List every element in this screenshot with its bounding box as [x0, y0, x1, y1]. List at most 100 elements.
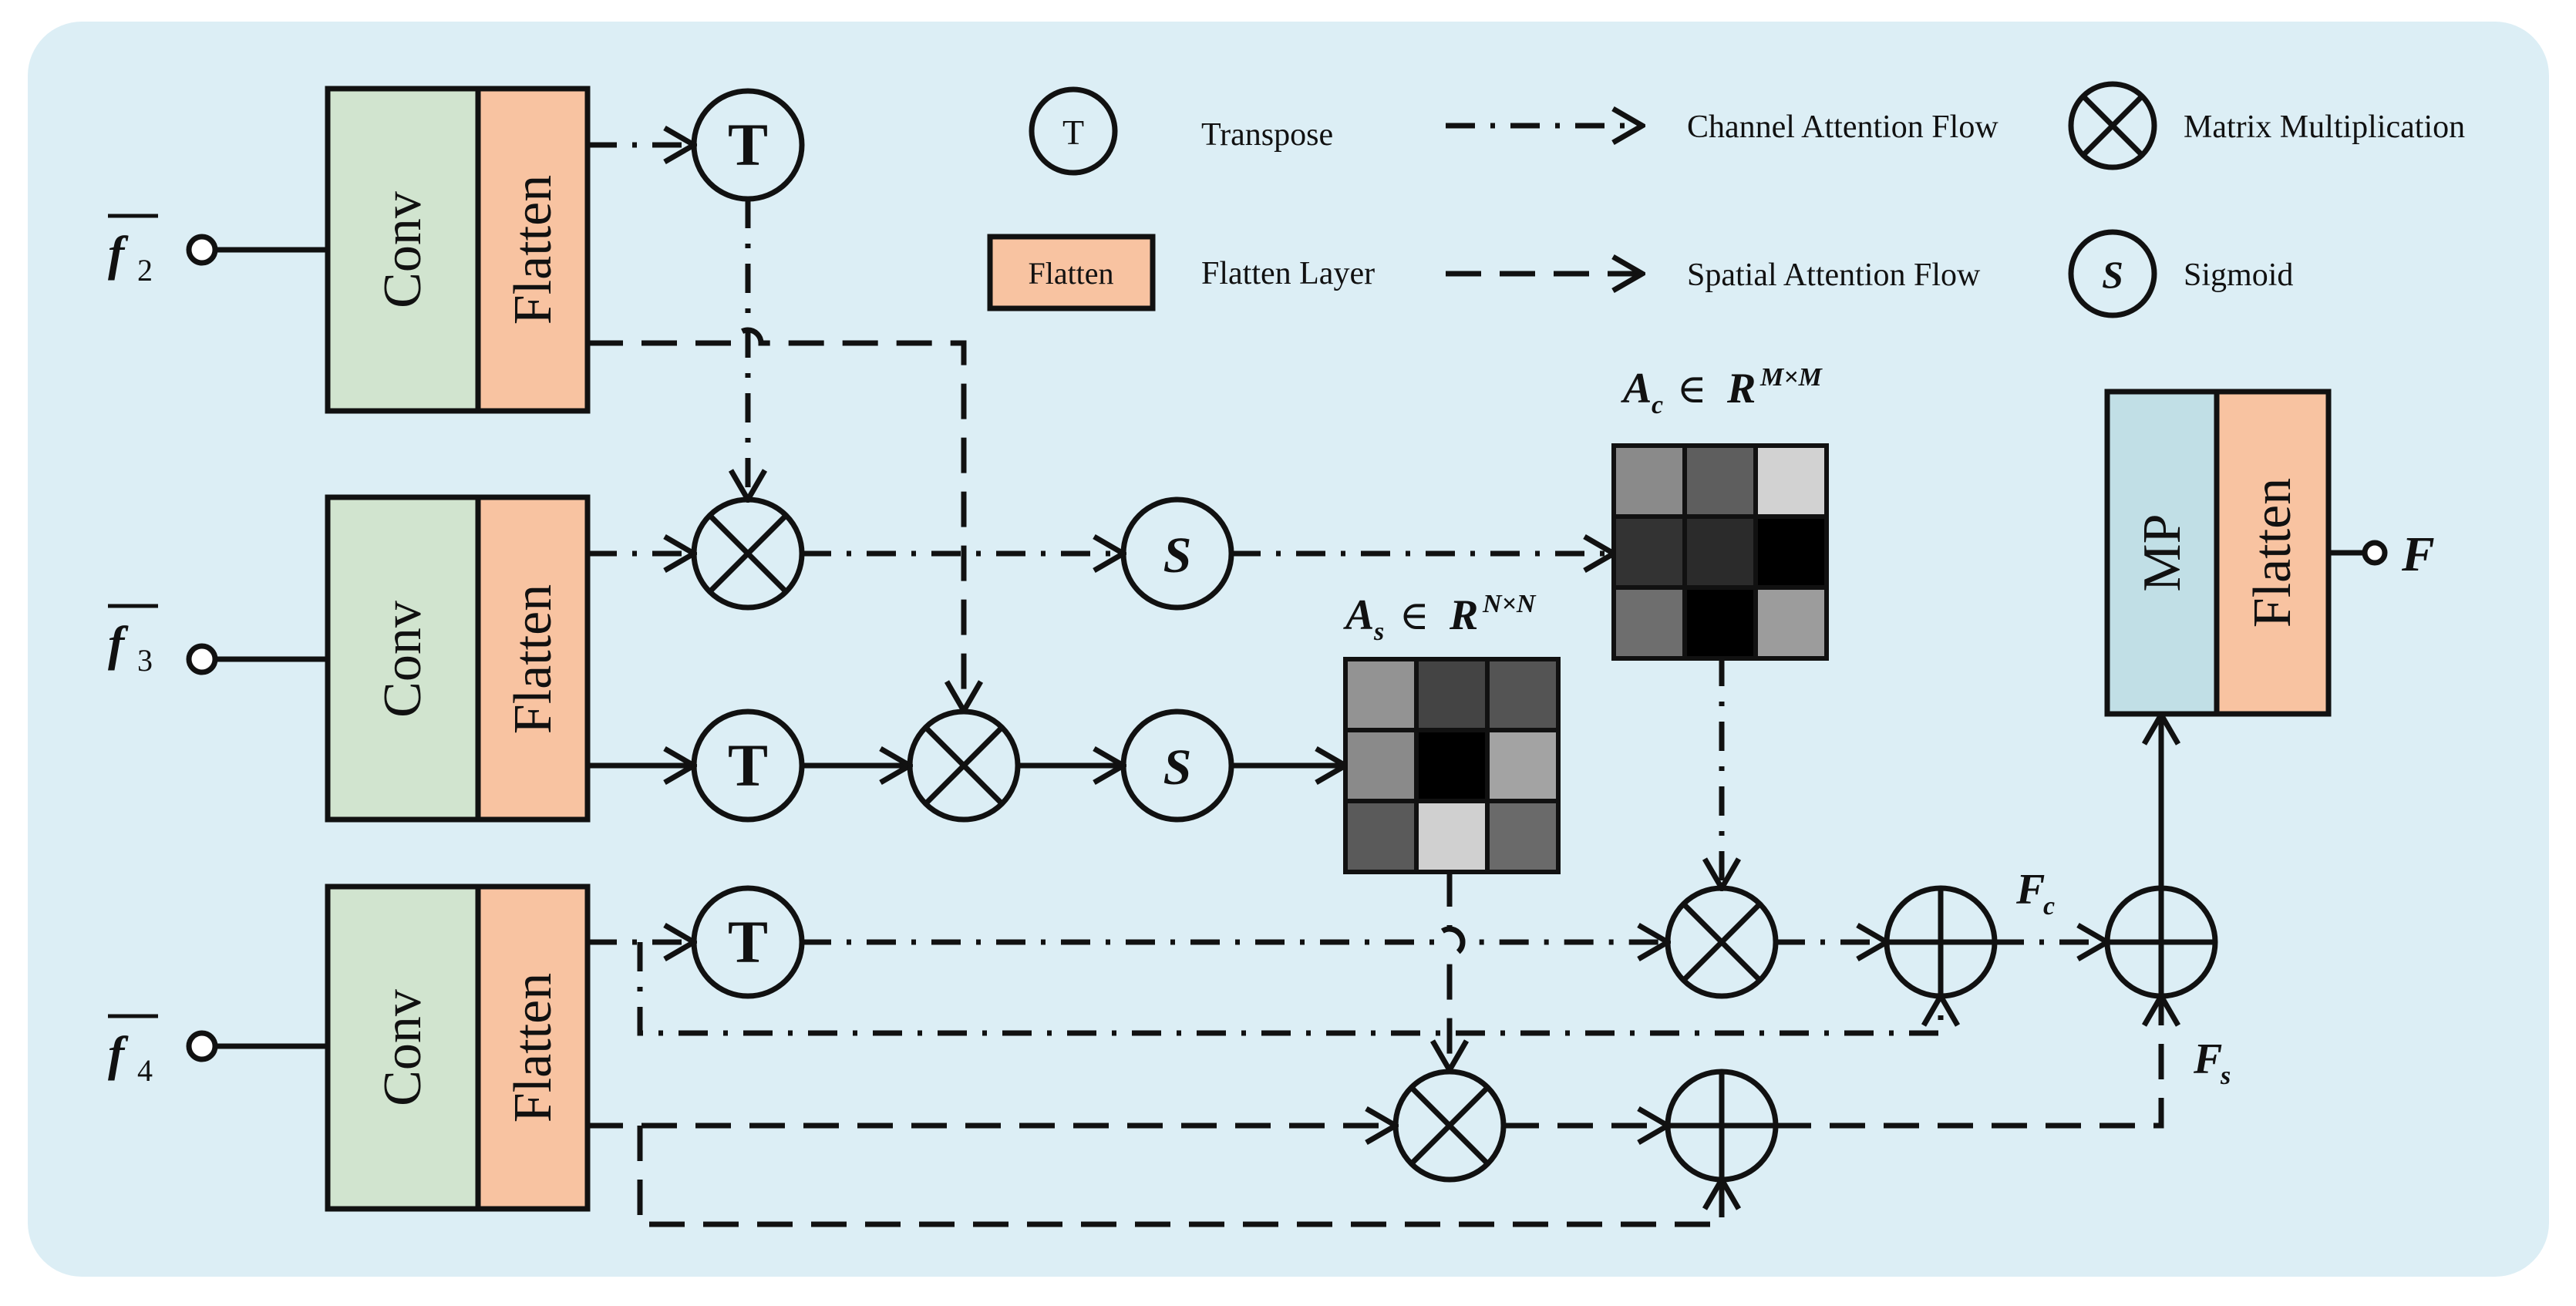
fc-label: F c	[2015, 866, 2055, 921]
flatten-label: Flatten	[503, 175, 563, 325]
svg-text:Transpose: Transpose	[1201, 117, 1333, 153]
transpose-node-f2: T	[691, 88, 805, 202]
attention-cell	[1611, 514, 1687, 590]
attention-cell	[1753, 443, 1829, 519]
svg-text:S: S	[1163, 739, 1192, 796]
channel-attention-map	[1611, 443, 1829, 661]
matmul-node-spatial	[907, 709, 1021, 823]
legend-matmul: Matrix Multiplication	[2068, 81, 2465, 170]
svg-text:c: c	[1652, 391, 1663, 419]
svg-text:∈: ∈	[1399, 594, 1429, 638]
legend: T Transpose Flatten Flatten Layer Channe…	[987, 81, 2465, 318]
mp-label: MP	[2133, 513, 2192, 591]
attention-cell	[1414, 799, 1490, 874]
svg-text:N×N: N×N	[1482, 590, 1537, 618]
flatten-label: Flatten	[503, 584, 563, 734]
matmul-node-channel-output	[1665, 885, 1779, 999]
conv-label: Conv	[373, 601, 433, 718]
legend-channel-flow: Channel Attention Flow	[1446, 109, 1999, 145]
attention-cell	[1343, 728, 1419, 803]
svg-text:F: F	[2193, 1035, 2222, 1083]
wire-f2-spatial	[588, 327, 964, 711]
attention-cell	[1485, 657, 1561, 732]
output-label: F	[2401, 527, 2435, 581]
mp-block	[2104, 389, 2220, 717]
wire-channel-residual	[637, 942, 1941, 1036]
flatten-block	[475, 494, 591, 823]
matmul-node-spatial-output	[1392, 1069, 1507, 1183]
attention-cell	[1414, 728, 1490, 803]
flatten-label: Flatten	[2243, 478, 2302, 628]
output-terminal	[2362, 540, 2388, 566]
attention-cell	[1682, 585, 1758, 661]
attention-cell	[1753, 585, 1829, 661]
conv-block	[325, 86, 481, 414]
attention-cell	[1753, 514, 1829, 590]
attention-cell	[1485, 799, 1561, 874]
conv-block	[325, 494, 481, 823]
legend-flatten-layer: Flatten Flatten Layer	[987, 234, 1375, 311]
svg-text:Flatten Layer: Flatten Layer	[1201, 256, 1375, 291]
svg-text:S: S	[1163, 527, 1192, 584]
conv-flatten-block-f3: Conv Flatten	[325, 494, 591, 823]
transpose-node-f3: T	[691, 709, 805, 823]
attention-cell	[1682, 443, 1758, 519]
attention-cell	[1343, 657, 1419, 732]
attention-cell	[1611, 585, 1687, 661]
conv-flatten-block-f2: Conv Flatten	[325, 86, 591, 414]
conv-block	[325, 884, 481, 1212]
svg-text:R: R	[1449, 591, 1478, 639]
svg-text:c: c	[2043, 892, 2055, 921]
conv-label: Conv	[373, 989, 433, 1106]
svg-text:∈: ∈	[1677, 368, 1707, 412]
svg-text:T: T	[1062, 113, 1084, 152]
sigmoid-node-channel: S	[1120, 496, 1234, 611]
svg-text:Matrix Multiplication: Matrix Multiplication	[2184, 109, 2465, 145]
input-terminal-f3	[186, 643, 218, 675]
attention-cell	[1414, 657, 1490, 732]
attention-cell	[1611, 443, 1687, 519]
legend-transpose: T Transpose	[1029, 86, 1333, 176]
attention-cell	[1682, 514, 1758, 590]
svg-text:s: s	[1373, 618, 1384, 646]
fs-label: F s	[2193, 1035, 2231, 1090]
legend-sigmoid: S Sigmoid	[2068, 229, 2293, 318]
attention-cell	[1485, 728, 1561, 803]
add-node-final	[2104, 885, 2218, 999]
wire-add-to-final-add-fs	[1776, 996, 2161, 1129]
add-node-channel	[1884, 885, 1998, 999]
input-terminal-f2	[186, 234, 218, 266]
svg-text:F: F	[2015, 866, 2045, 914]
mp-flatten-block: MP Flatten	[2104, 389, 2332, 717]
svg-text:Sigmoid: Sigmoid	[2184, 257, 2293, 293]
svg-text:2: 2	[137, 253, 153, 288]
svg-text:M×M: M×M	[1759, 363, 1823, 392]
svg-text:S: S	[2102, 253, 2123, 296]
svg-text:T: T	[728, 111, 768, 178]
flatten-label: Flatten	[503, 973, 563, 1123]
channel-attention-label: A c ∈ R M×M	[1621, 363, 1823, 419]
flatten-block	[475, 884, 591, 1212]
svg-text:R: R	[1726, 365, 1756, 412]
svg-text:Flatten: Flatten	[1028, 256, 1113, 291]
background-panel	[28, 22, 2549, 1277]
input-terminal-f4	[186, 1030, 218, 1062]
svg-text:Channel Attention Flow: Channel Attention Flow	[1687, 109, 1999, 145]
spatial-attention-label: A s ∈ R N×N	[1343, 590, 1537, 646]
svg-text:4: 4	[137, 1053, 153, 1088]
svg-text:A: A	[1621, 365, 1652, 412]
matmul-node-channel	[691, 496, 805, 611]
spatial-attention-map	[1343, 657, 1561, 874]
wire-spatial-residual	[637, 1126, 1722, 1227]
attention-cell	[1343, 799, 1419, 874]
svg-text:T: T	[728, 908, 768, 975]
conv-flatten-block-f4: Conv Flatten	[325, 884, 591, 1212]
svg-text:T: T	[728, 732, 768, 799]
svg-text:3: 3	[137, 643, 153, 678]
transpose-node-f4: T	[691, 885, 805, 999]
conv-label: Conv	[373, 191, 433, 308]
svg-text:s: s	[2220, 1062, 2231, 1090]
sigmoid-node-spatial: S	[1120, 709, 1234, 823]
flatten-block	[475, 86, 591, 414]
